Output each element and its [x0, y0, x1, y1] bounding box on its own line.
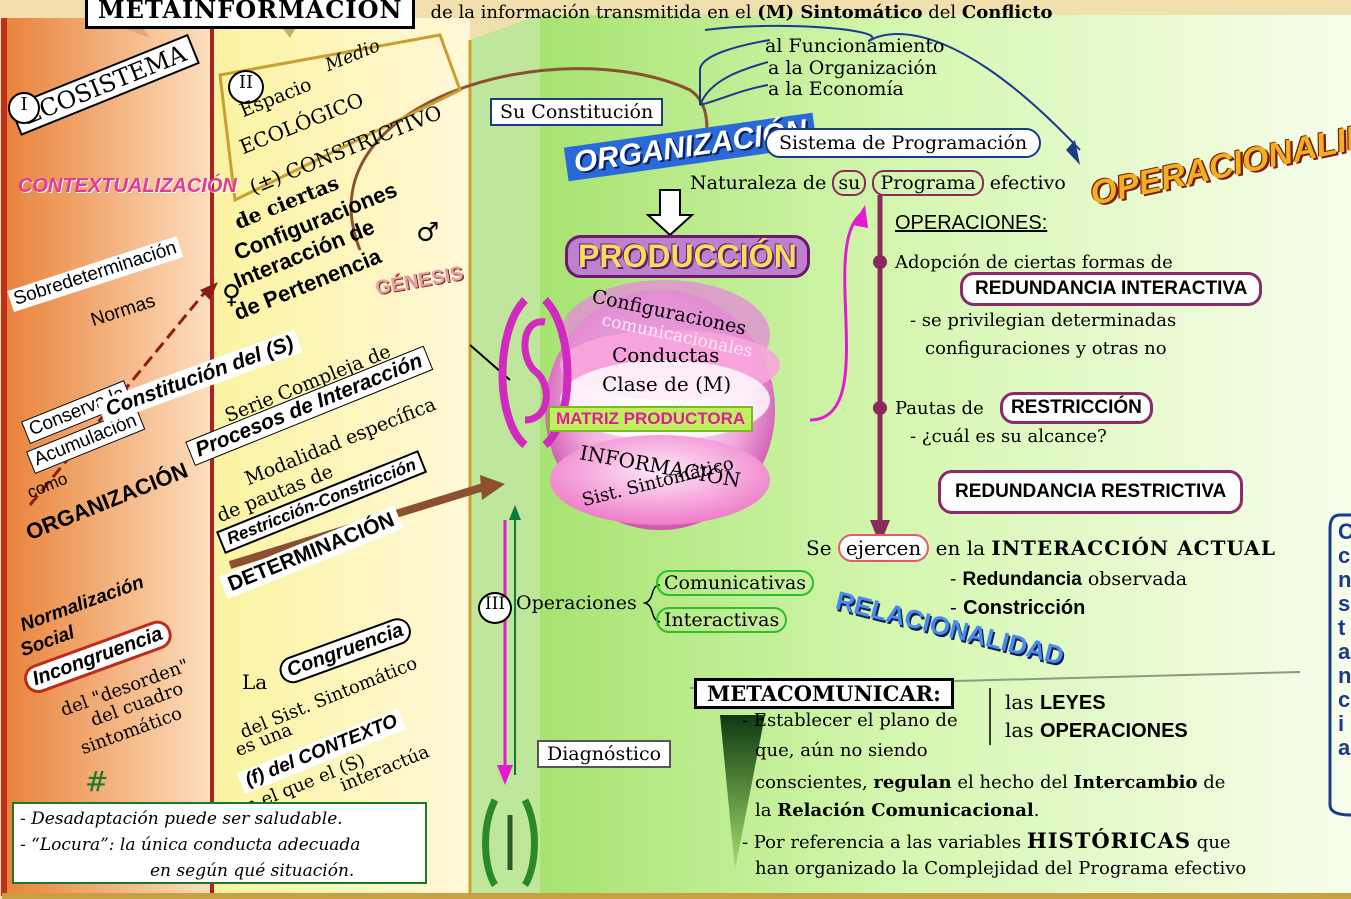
ejercen-circled: ejercen	[837, 534, 930, 562]
hash-symbol: #	[85, 765, 109, 798]
constriccion: - Constricción	[950, 595, 1086, 619]
col1-roman: I	[8, 92, 40, 124]
efectivo: efectivo	[989, 172, 1066, 194]
a-la-organizacion: a la Organización	[768, 57, 938, 79]
note-box: - Desadaptación puede ser saludable. - “…	[12, 802, 427, 884]
header-subtitle-end: Conflicto	[961, 2, 1053, 23]
programa-circled: Programa	[872, 170, 984, 196]
han-organizado: han organizado la Complejidad del Progra…	[755, 858, 1247, 879]
operaciones-head: OPERACIONES:	[895, 212, 1048, 234]
female-symbol: ♀	[222, 280, 242, 310]
la: La	[242, 670, 268, 694]
redundancia-interactiva: REDUNDANCIA INTERACTIVA	[960, 272, 1263, 306]
note-line-1: - Desadaptación puede ser saludable.	[20, 809, 343, 829]
al-funcionamiento: al Funcionamiento	[765, 35, 945, 57]
operaciones-label: Operaciones	[516, 592, 637, 614]
su-circled: su	[832, 170, 867, 196]
a-la-economia: a la Economía	[768, 78, 904, 100]
alcance: - ¿cuál es su alcance?	[910, 426, 1107, 447]
adopcion: Adopción de ciertas formas de	[895, 252, 1173, 273]
matriz-productora: MATRIZ PRODUCTORA	[548, 406, 754, 432]
redundancia-observada: - Redundancia observada	[950, 568, 1188, 590]
clase-m: Clase de (M)	[602, 372, 732, 396]
interactivas: Interactivas	[656, 607, 788, 633]
header-subtitle-m: (M) Sintomático	[757, 2, 923, 23]
conductas: Conductas	[612, 343, 720, 367]
metacomunicar-title: METACOMUNICAR:	[694, 678, 954, 709]
se: Se	[806, 536, 832, 560]
header: METAINFORMACIÓN de la información transm…	[85, 0, 1053, 29]
contextualizacion: CONTEXTUALIZACIÓN	[18, 175, 237, 197]
roman-3: III	[478, 592, 512, 624]
privilegian-1: - se privilegian determinadas	[910, 310, 1177, 331]
en-la: en la	[935, 536, 986, 560]
interaccion-actual-line: Se ejercen en la INTERACCIÓN ACTUAL	[806, 534, 1276, 562]
produccion-title: PRODUCCIÓN	[565, 235, 810, 278]
que-aun: que, aún no siendo	[755, 740, 928, 761]
pautas-de: Pautas de	[895, 398, 984, 419]
header-subtitle-pre: de la información transmitida en el	[430, 2, 752, 23]
su-constitucion: Su Constitución	[490, 98, 664, 126]
relacion-line: la Relación Comunicacional.	[755, 800, 1040, 821]
male-symbol: ♂	[416, 218, 440, 248]
sistema-programacion: Sistema de Programación	[765, 128, 1042, 158]
las-leyes: las LEYES	[1005, 690, 1106, 714]
privilegian-2: configuraciones y otras no	[925, 338, 1167, 359]
las-operaciones: las OPERACIONES	[1005, 718, 1188, 742]
interaccion-actual: INTERACCIÓN ACTUAL	[991, 536, 1276, 560]
diagnostico: Diagnóstico	[537, 740, 672, 768]
restriccion: RESTRICCIÓN	[1000, 392, 1153, 424]
redundancia-restrictiva: REDUNDANCIA RESTRICTIVA	[938, 470, 1244, 514]
note-line-3: en según qué situación.	[150, 861, 355, 881]
note-line-2: - “Locura”: la única conducta adecuada	[20, 835, 361, 855]
naturaleza: Naturaleza de	[690, 172, 827, 194]
meta-title: METAINFORMACIÓN	[85, 0, 416, 29]
comunicativas: Comunicativas	[656, 570, 815, 596]
conscientes-line: conscientes, regulan el hecho del Interc…	[755, 772, 1226, 793]
naturaleza-line: Naturaleza de su Programa efectivo	[690, 170, 1066, 196]
header-subtitle-mid: del	[928, 2, 957, 23]
establecer: - Establecer el plano de	[742, 710, 958, 731]
col2-roman: II	[228, 70, 264, 104]
por-referencia: - Por referencia a las variables HISTÓRI…	[742, 828, 1231, 853]
